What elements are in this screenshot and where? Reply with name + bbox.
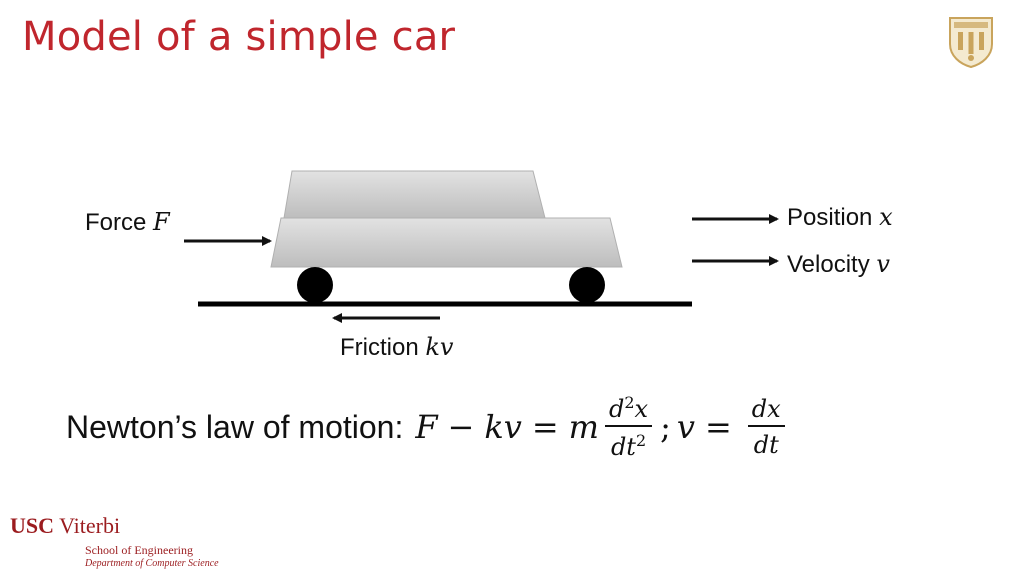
force-symbol: F <box>153 208 170 236</box>
position-label: Position x <box>787 203 893 232</box>
eq-equals-2: = <box>704 408 732 446</box>
position-symbol: x <box>879 203 893 231</box>
eq-velocity: v <box>676 408 695 446</box>
rear-wheel <box>297 267 333 303</box>
eq-acceleration-fraction: d2x dt2 <box>604 393 653 461</box>
velocity-symbol: v <box>876 250 890 278</box>
car-body <box>270 217 623 268</box>
frac2-denominator: dt <box>753 431 779 459</box>
usc-seal-icon <box>949 17 993 68</box>
slide-title: Model of a simple car <box>22 14 456 60</box>
velocity-text: Velocity <box>787 251 877 278</box>
friction-text: Friction <box>340 334 426 361</box>
friction-symbol: kv <box>425 333 454 361</box>
eq-minus: − <box>447 408 475 446</box>
frac2-numerator: dx <box>747 395 785 427</box>
force-text: Force <box>85 209 154 236</box>
footer-brand: USC Viterbi <box>10 513 120 539</box>
footer-department: Department of Computer Science <box>85 558 219 569</box>
frac1-numerator: d2x <box>604 393 653 427</box>
car-cabin <box>283 170 546 219</box>
eq-kv: kv <box>484 408 522 446</box>
force-label: Force F <box>85 208 170 237</box>
usc-viterbi-footer: USC Viterbi School of Engineering Depart… <box>10 513 219 569</box>
position-text: Position <box>787 204 880 231</box>
footer-school: School of Engineering <box>85 543 193 557</box>
eq-equals-1: = <box>531 408 559 446</box>
footer-brand-usc: USC <box>10 513 55 538</box>
frac1-denominator: dt2 <box>610 431 647 461</box>
footer-brand-viterbi: Viterbi <box>54 513 121 538</box>
eq-mass: m <box>568 408 599 446</box>
equation-label: Newton’s law of motion: <box>66 408 404 445</box>
eq-separator: ; <box>660 408 671 446</box>
eq-force: F <box>415 408 438 446</box>
velocity-label: Velocity v <box>787 250 890 279</box>
newton-equation: Newton’s law of motion: F − kv = m d2x d… <box>66 388 791 466</box>
eq-velocity-fraction: dx dt <box>747 395 785 459</box>
friction-label: Friction kv <box>340 333 453 362</box>
front-wheel <box>569 267 605 303</box>
